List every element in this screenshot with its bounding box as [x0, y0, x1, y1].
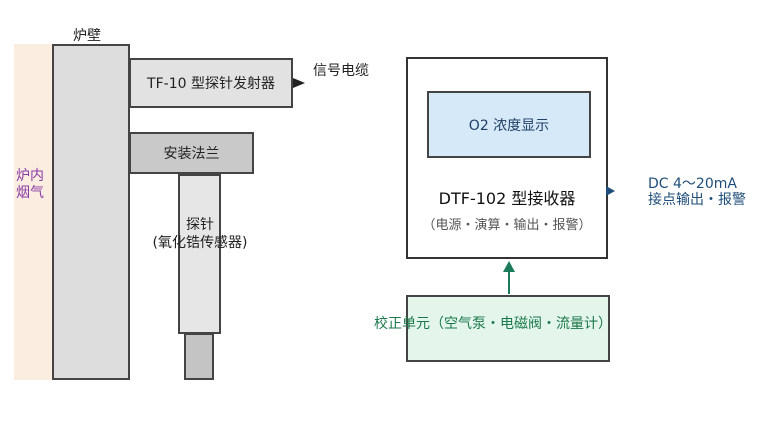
- o2-display-label: O2 浓度显示: [468, 117, 550, 134]
- probe-body: [178, 174, 221, 334]
- furnace-wall-label: 炉壁: [73, 28, 101, 44]
- o2-display-panel: O2 浓度显示: [427, 91, 591, 158]
- probe-label: 探针 (氧化锆传感器): [152, 217, 248, 251]
- receiver-title: DTF-102 型接收器: [438, 189, 576, 208]
- flue-gas-label: 炉内 烟气: [16, 168, 44, 201]
- output-arrow: [606, 186, 615, 196]
- receiver-box: [406, 57, 608, 259]
- flange-label: 安装法兰: [163, 146, 220, 162]
- flue-gas-area: [14, 44, 54, 380]
- furnace-wall: [52, 44, 130, 380]
- receiver-functions: （电源・演算・输出・报警）: [422, 218, 592, 233]
- probe-tip: [184, 333, 214, 380]
- calibration-unit-box: [406, 295, 610, 362]
- transmitter-label: TF-10 型探针发射器: [147, 76, 275, 92]
- output-label: DC 4～20mA 接点输出・报警: [648, 176, 746, 209]
- signal-cable-arrow: [293, 78, 305, 88]
- calibration-arrow-head: [503, 261, 515, 272]
- probe-transmitter-box: TF-10 型探针发射器: [129, 58, 293, 108]
- signal-cable-label: 信号电缆: [313, 63, 369, 79]
- calibration-label: 校正单元（空气泵・电磁阀・流量计）: [374, 316, 612, 332]
- mounting-flange: 安装法兰: [129, 132, 254, 174]
